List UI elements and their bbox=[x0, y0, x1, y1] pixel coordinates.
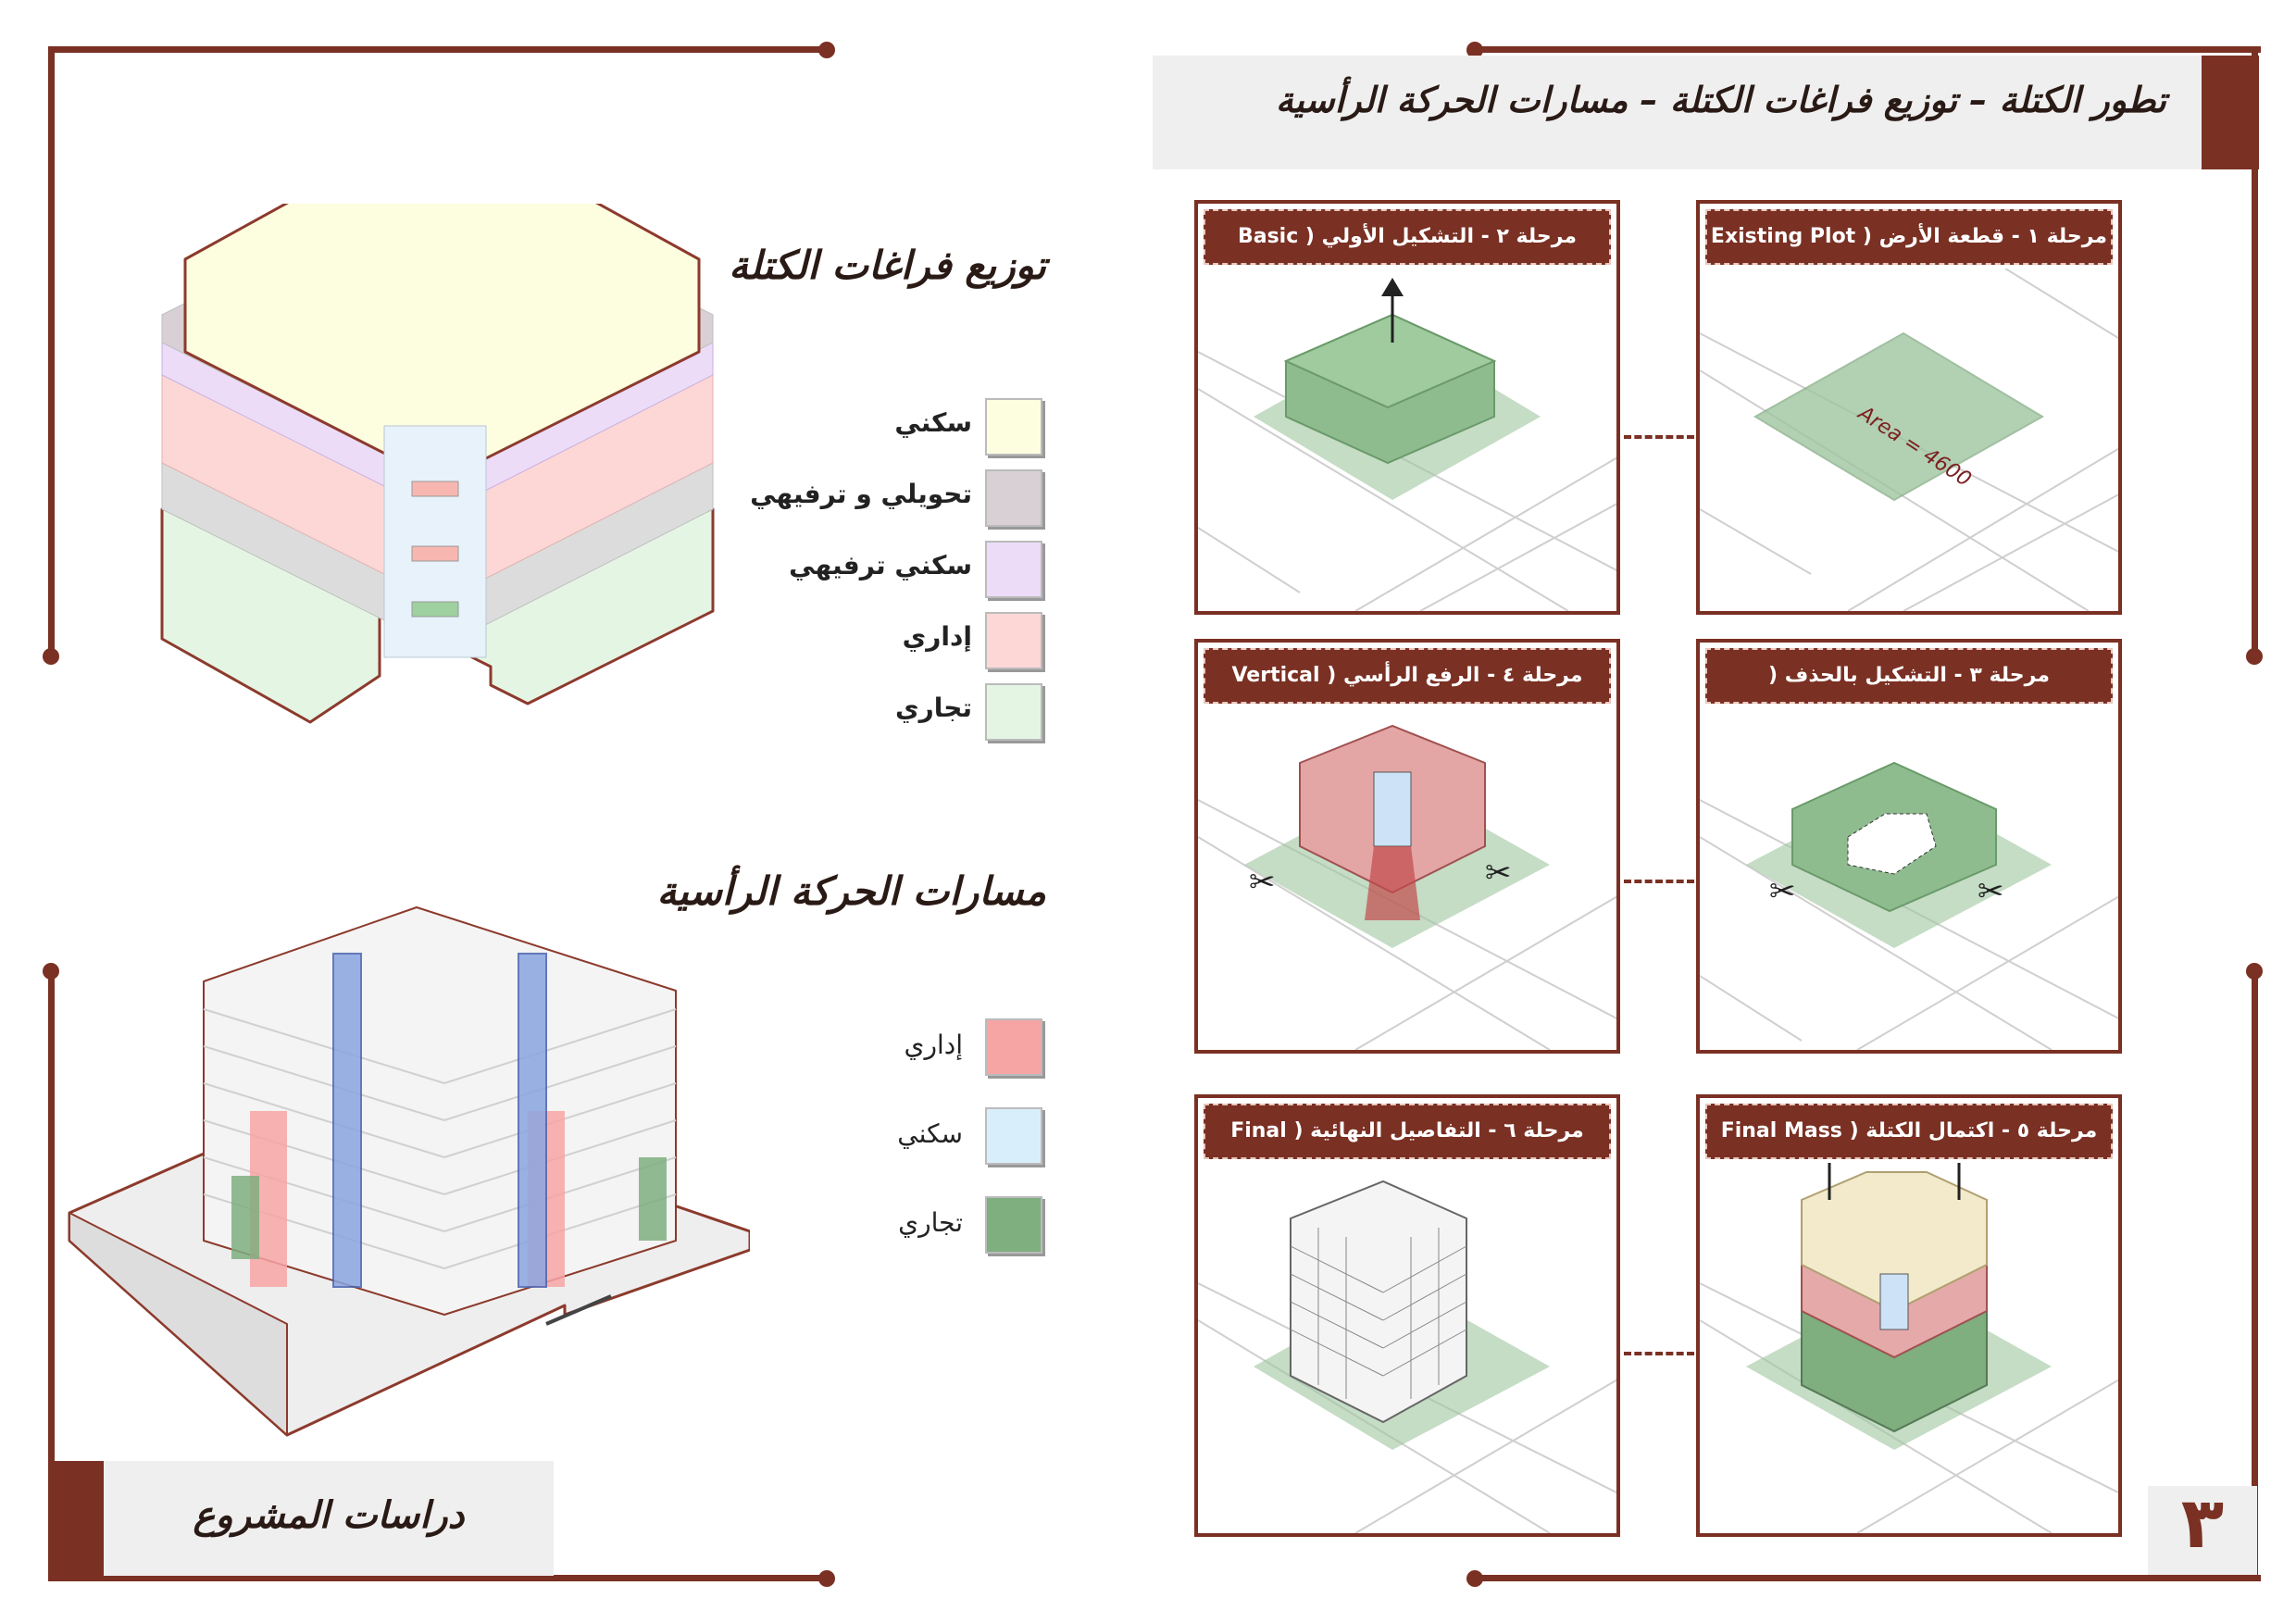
stage-5-caption: مرحلة ٥ - اكتمال الكتلة ( Final Mass For… bbox=[1705, 1104, 2113, 1194]
mass-distribution-title: توزيع فراغات الكتلة bbox=[729, 243, 1046, 288]
vertical-circulation-diagram bbox=[68, 906, 750, 1437]
footer-project-label: دراسات المشروع bbox=[193, 1494, 465, 1537]
frame-top-left bbox=[48, 46, 826, 53]
frame-left-lower bbox=[48, 970, 55, 1581]
circ-label-commercial: تجاري bbox=[898, 1207, 963, 1238]
footer-bar bbox=[104, 1461, 554, 1576]
legend-swatch-commercial bbox=[985, 683, 1042, 741]
frame-dot bbox=[43, 648, 59, 665]
frame-top-right bbox=[1474, 46, 2261, 53]
legend-label-residential: سكني bbox=[894, 407, 972, 438]
scissors-icon: ✂ bbox=[1978, 873, 2004, 910]
frame-dot bbox=[818, 42, 835, 58]
legend-label-residential-leisure: سكني ترفيهي bbox=[789, 550, 972, 581]
stage-1-caption: مرحلة ١ - قطعة الأرض ( Existing Plot ) bbox=[1705, 209, 2113, 300]
vertical-circulation-title: مسارات الحركة الرأسية bbox=[656, 868, 1046, 914]
scissors-icon: ✂ bbox=[1485, 855, 1512, 892]
page-number: ٣ bbox=[2180, 1481, 2225, 1564]
frame-bottom-left bbox=[48, 1575, 826, 1581]
stage-6-panel: مرحلة ٦ - التفاصيل النهائية ( Final Deta… bbox=[1194, 1094, 1620, 1537]
frame-dot bbox=[2246, 648, 2263, 665]
stage-5-panel: مرحلة ٥ - اكتمال الكتلة ( Final Mass For… bbox=[1696, 1094, 2122, 1537]
scissors-icon: ✂ bbox=[1249, 864, 1276, 901]
legend-swatch-transition bbox=[985, 469, 1042, 527]
stage-3-caption: مرحلة ٣ - التشكيل بالحذف ( Subtracted Ma… bbox=[1705, 648, 2113, 739]
stage-connector bbox=[1624, 435, 1694, 439]
legend-swatch-residential-leisure bbox=[985, 541, 1042, 598]
stage-1-panel: مرحلة ١ - قطعة الأرض ( Existing Plot ) A… bbox=[1696, 200, 2122, 615]
circ-swatch-commercial bbox=[985, 1196, 1042, 1254]
stage-2-panel: مرحلة ٢ - التشكيل الأولي ( Basic Massing… bbox=[1194, 200, 1620, 615]
circ-label-administrative: إداري bbox=[904, 1030, 963, 1060]
stage-6-caption: مرحلة ٦ - التفاصيل النهائية ( Final Deta… bbox=[1204, 1104, 1611, 1194]
circ-swatch-residential bbox=[985, 1107, 1042, 1165]
header-accent bbox=[2202, 56, 2259, 169]
stage-2-caption: مرحلة ٢ - التشكيل الأولي ( Basic Massing… bbox=[1204, 209, 1611, 300]
footer-accent bbox=[48, 1461, 104, 1576]
stage-3-panel: مرحلة ٣ - التشكيل بالحذف ( Subtracted Ma… bbox=[1696, 639, 2122, 1054]
mass-distribution-diagram bbox=[160, 204, 715, 724]
stage-connector bbox=[1624, 880, 1694, 883]
legend-label-administrative: إداري bbox=[902, 621, 972, 652]
frame-left-upper bbox=[48, 46, 55, 657]
legend-label-commercial: تجاري bbox=[895, 693, 972, 723]
legend-swatch-administrative bbox=[985, 612, 1042, 669]
scissors-icon: ✂ bbox=[1769, 873, 1796, 910]
page-title: تطور الكتلة – توزيع فراغات الكتلة – مسار… bbox=[1275, 80, 2166, 120]
stage-connector bbox=[1624, 1352, 1694, 1355]
legend-swatch-residential bbox=[985, 398, 1042, 456]
stage-4-panel: مرحلة ٤ - الرفع الرأسي ( Vertical Expans… bbox=[1194, 639, 1620, 1054]
frame-bottom-right bbox=[1474, 1575, 2261, 1581]
frame-right-upper bbox=[2252, 46, 2258, 657]
frame-dot bbox=[818, 1570, 835, 1587]
legend-label-transition: تحويلي و ترفيهي bbox=[750, 479, 972, 509]
frame-right-lower bbox=[2252, 970, 2258, 1581]
frame-dot bbox=[1466, 1570, 1483, 1587]
page-number-box bbox=[2148, 1486, 2257, 1575]
frame-dot bbox=[1466, 42, 1483, 58]
stage-4-caption: مرحلة ٤ - الرفع الرأسي ( Vertical Expans… bbox=[1204, 648, 1611, 739]
circ-swatch-administrative bbox=[985, 1018, 1042, 1076]
circ-label-residential: سكني bbox=[897, 1118, 963, 1149]
header-bar bbox=[1153, 56, 2208, 169]
